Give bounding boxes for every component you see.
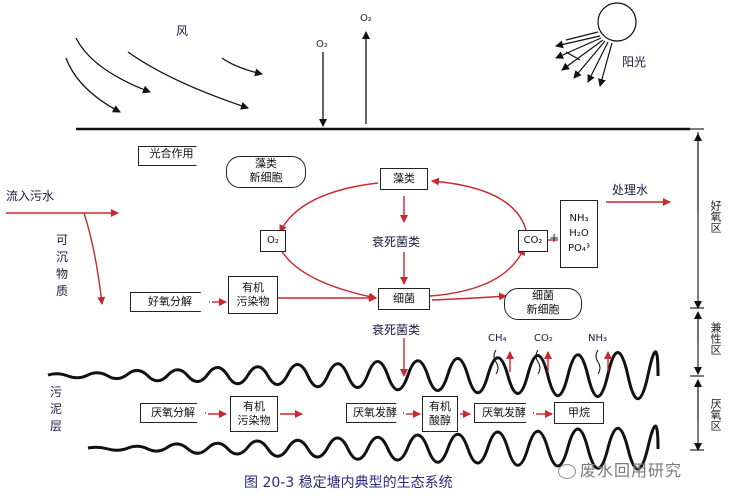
process-arrows (6, 177, 671, 418)
oxygen-arrows (319, 31, 370, 127)
anaerobic-fermentation-box-2: 厌氧发酵 (474, 403, 534, 423)
settleable-solids-label: 可沉物质 (56, 233, 69, 298)
wechat-icon (558, 464, 576, 479)
sun-icon (555, 2, 637, 87)
co2-box: CO₂ (518, 230, 548, 252)
bacteria-new-cells-box: 细菌新细胞 (504, 288, 582, 320)
algae-box: 藻类 (380, 168, 428, 190)
bacteria-box: 细菌 (378, 288, 430, 310)
anaerobic-fermentation-box-1: 厌氧发酵 (346, 403, 404, 423)
organic-pollutants-box: 有机污染物 (228, 276, 278, 314)
inflow-label: 流入污水 (6, 189, 55, 203)
ammonia-gas-label: NH₃ (588, 333, 608, 344)
oxygen-out-label: O₂ (360, 13, 372, 24)
zone-dimension-lines (690, 128, 704, 451)
sludge-organic-pollutants-box: 有机污染物 (230, 396, 278, 432)
oxygen-in-label: O₂ (316, 39, 328, 50)
watermark: 废水回用研究 (558, 457, 682, 481)
outflow-label: 处理水 (612, 183, 649, 197)
zone-anaerobic-label: 厌氧区 (709, 398, 722, 431)
sunlight-label: 阳光 (622, 55, 647, 69)
methane-box: 甲烷 (554, 402, 604, 424)
zone-facultative-label: 兼性区 (709, 322, 722, 355)
sludge-top-line (47, 350, 660, 401)
gas-wiggles (493, 349, 601, 375)
photosynthesis-box: 光合作用 (138, 146, 204, 166)
plus-sign: + (549, 231, 560, 245)
sludge-bottom-line (87, 424, 660, 471)
anaerobic-decomposition-box: 厌氧分解 (140, 403, 206, 423)
dead-bacteria-label: 衰死菌类 (372, 323, 421, 337)
sludge-layer-label: 污泥层 (50, 385, 63, 433)
figure-caption: 图 20-3 稳定塘内典型的生态系统 (244, 475, 453, 491)
co2-gas-label: CO₂ (534, 333, 553, 344)
aerobic-decomposition-box: 好氧分解 (130, 292, 210, 312)
oxygen-box: O₂ (260, 230, 286, 252)
wind-arrows (65, 37, 263, 113)
zone-aerobic-label: 好氧区 (709, 200, 722, 233)
wind-label: 风 (176, 24, 189, 38)
methane-gas-label: CH₄ (488, 333, 507, 344)
dead-algae-label: 衰死菌类 (372, 235, 421, 249)
organic-acids-alcohols-box: 有机酸醇 (422, 396, 458, 432)
algae-new-cells-box: 藻类新细胞 (226, 156, 306, 188)
